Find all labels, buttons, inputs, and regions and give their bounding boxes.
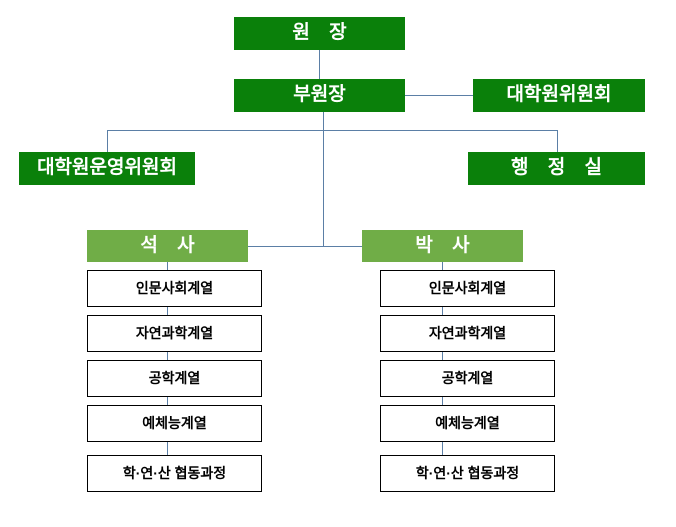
connector-masters-link-2 (167, 352, 168, 365)
leaf-doctorate-2[interactable]: 공학계열 (380, 360, 555, 397)
leaf-masters-4[interactable]: 학·연·산 협동과정 (87, 455, 262, 492)
node-masters[interactable]: 석 사 (87, 230, 248, 262)
connector-masters-link-1 (167, 307, 168, 320)
node-administrative-office[interactable]: 행 정 실 (468, 152, 645, 185)
connector-doctorate-link-3 (442, 397, 443, 410)
node-doctorate[interactable]: 박 사 (362, 230, 523, 262)
connector-doctorate-spine (442, 262, 443, 270)
leaf-doctorate-3[interactable]: 예체능계열 (380, 405, 555, 442)
node-graduate-committee[interactable]: 대학원위원회 (473, 79, 645, 112)
leaf-masters-3[interactable]: 예체능계열 (87, 405, 262, 442)
connector-vice-director-trunk (323, 112, 324, 246)
leaf-masters-1[interactable]: 자연과학계열 (87, 315, 262, 352)
node-vice-director[interactable]: 부원장 (234, 79, 405, 112)
leaf-doctorate-4[interactable]: 학·연·산 협동과정 (380, 455, 555, 492)
node-director[interactable]: 원 장 (234, 17, 405, 50)
leaf-masters-2[interactable]: 공학계열 (87, 360, 262, 397)
connector-vice-director-to-graduate-committee (405, 95, 473, 96)
connector-bus-to-graduate-operating-committee (107, 130, 108, 152)
leaf-doctorate-0[interactable]: 인문사회계열 (380, 270, 555, 307)
connector-masters-link-3 (167, 397, 168, 410)
connector-degree-bus (248, 246, 363, 247)
node-graduate-operating-committee[interactable]: 대학원운영위원회 (19, 152, 195, 185)
connector-doctorate-link-4 (442, 442, 443, 455)
connector-doctorate-link-1 (442, 307, 443, 320)
connector-director-to-vice-director (319, 50, 320, 79)
connector-bus-to-administrative-office (557, 130, 558, 152)
connector-committee-bus (107, 130, 558, 131)
leaf-masters-0[interactable]: 인문사회계열 (87, 270, 262, 307)
leaf-doctorate-1[interactable]: 자연과학계열 (380, 315, 555, 352)
connector-doctorate-link-2 (442, 352, 443, 365)
connector-masters-link-4 (167, 442, 168, 455)
connector-masters-spine (167, 262, 168, 270)
